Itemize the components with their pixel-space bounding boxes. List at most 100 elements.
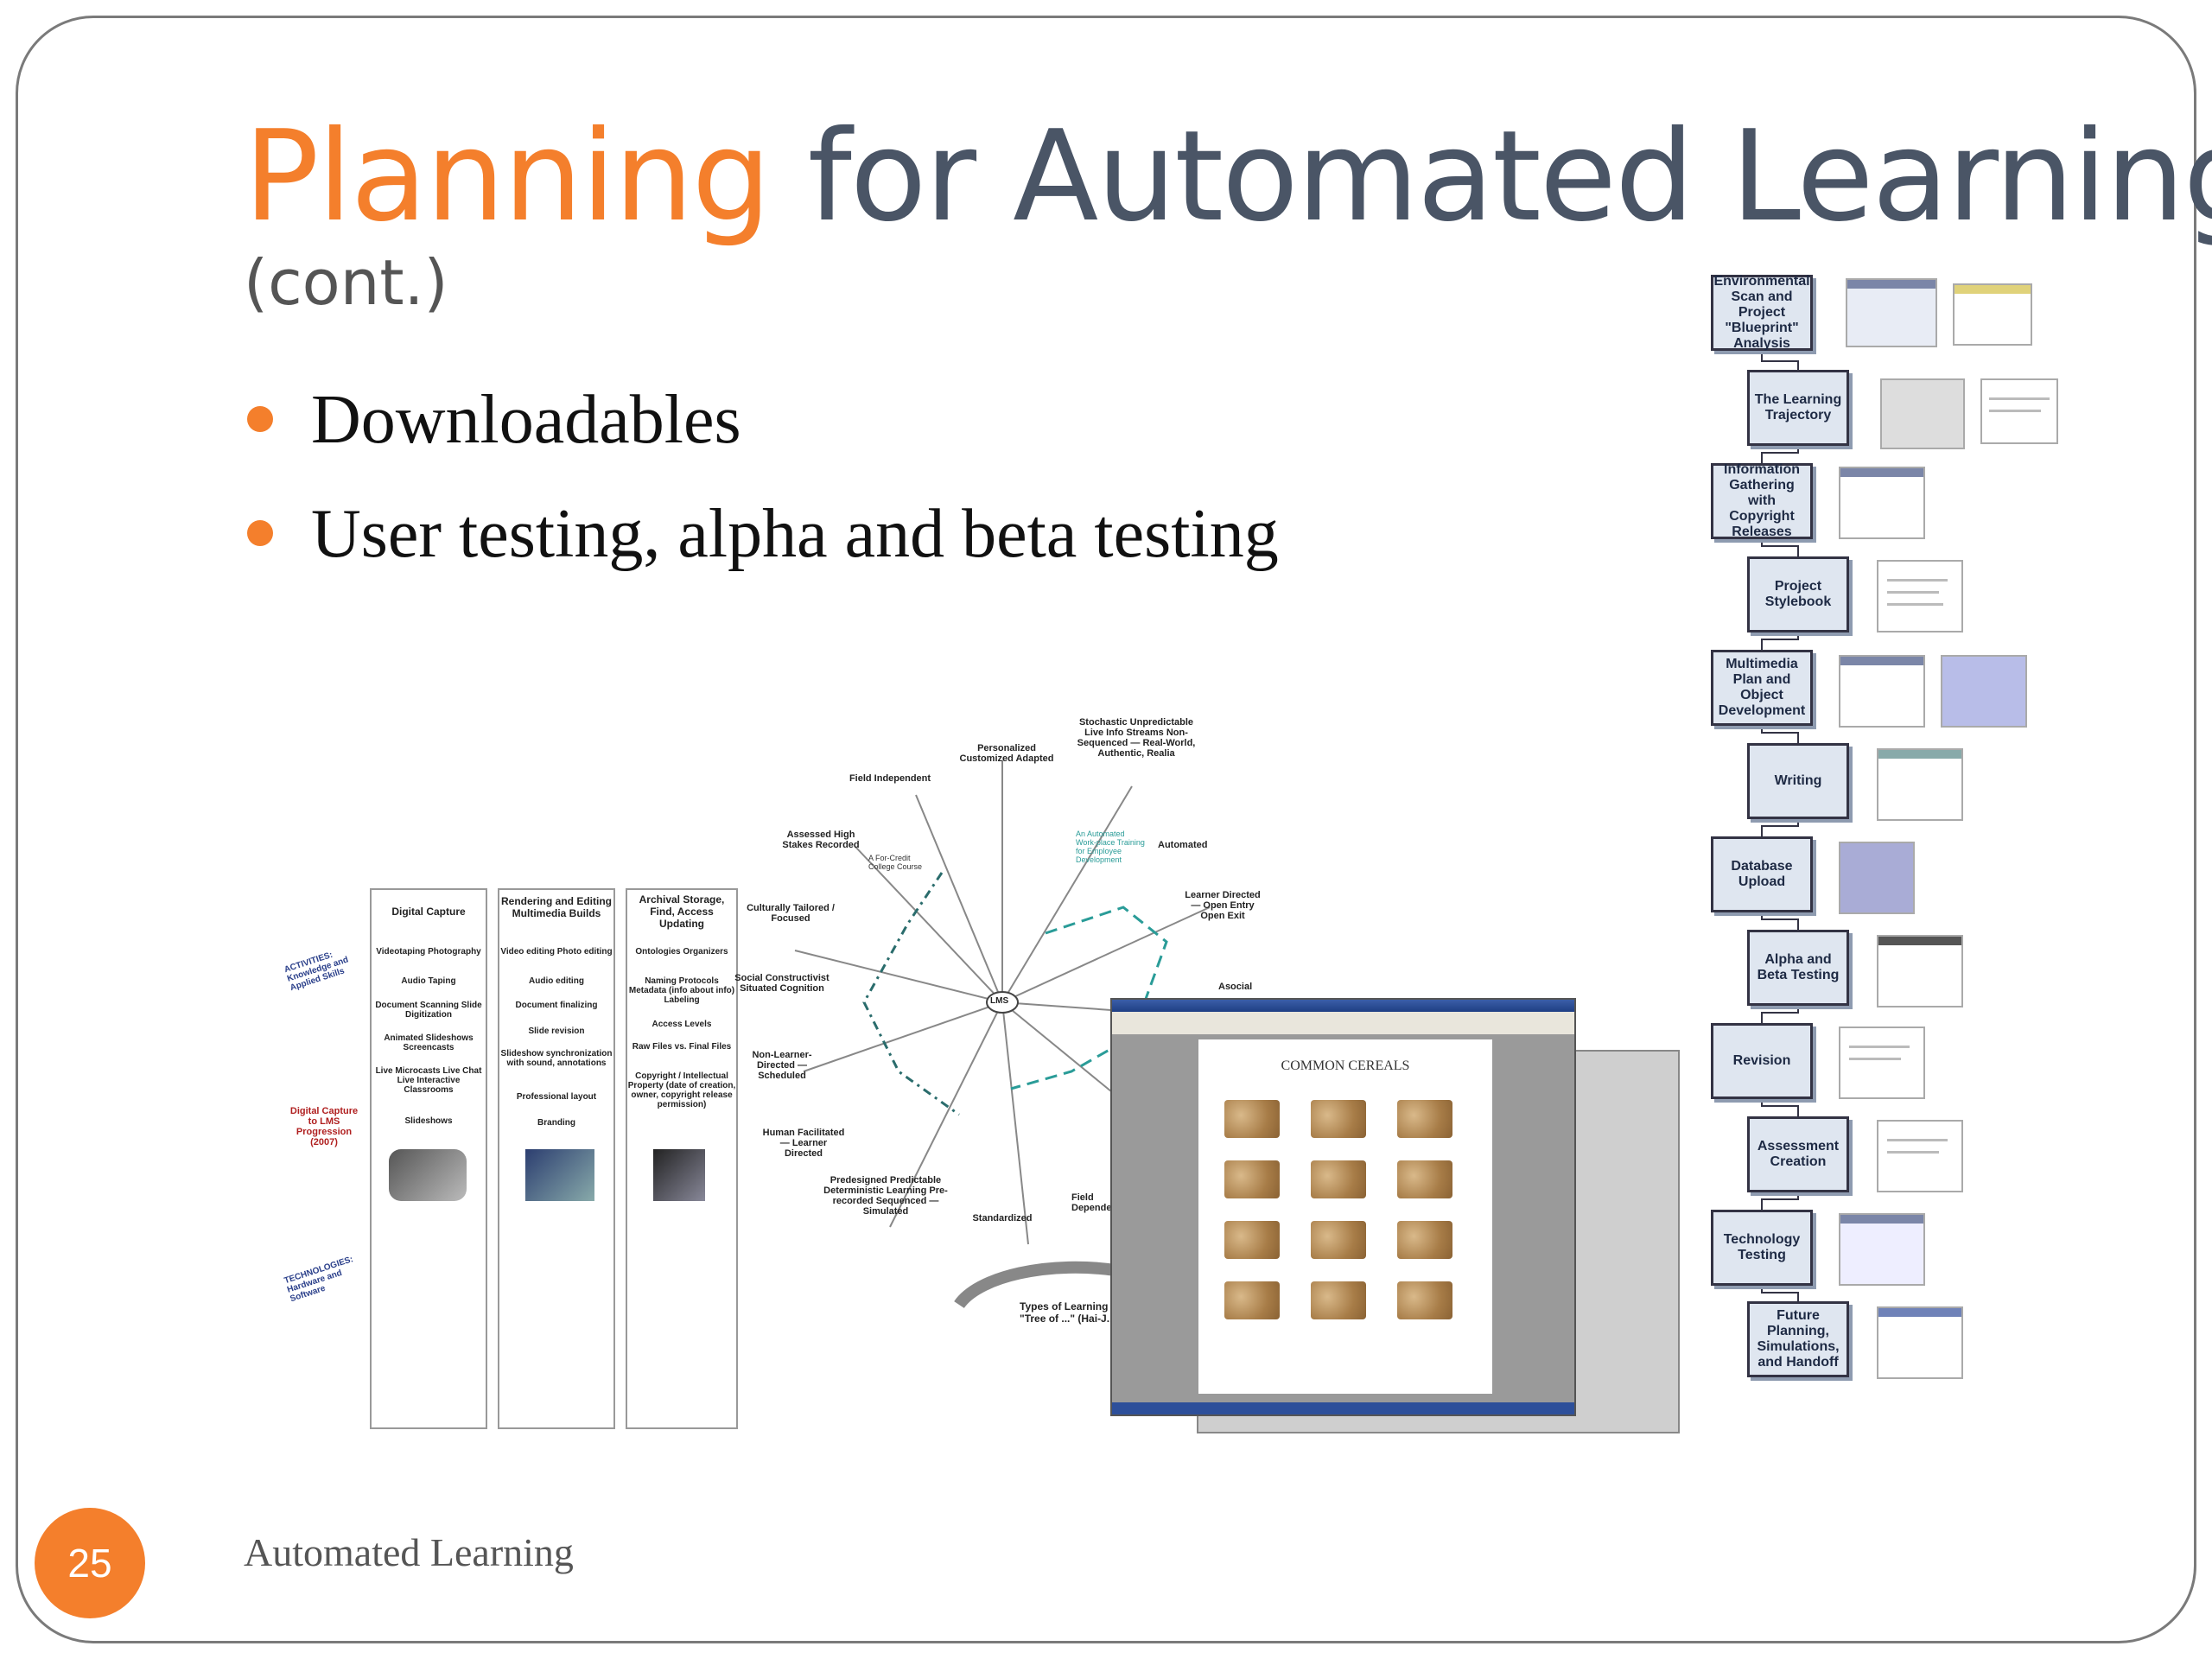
cereal-image: [1311, 1221, 1366, 1259]
screenshot-thumbnail: [1941, 655, 2027, 728]
column-item: Videotaping Photography: [376, 947, 481, 957]
screenshot-thumbnail: [1877, 560, 1963, 632]
screenshot-thumbnail: [1839, 1213, 1925, 1286]
slide-subtitle: (cont.): [244, 246, 448, 319]
screenshot-thumbnail: [1877, 935, 1963, 1007]
radial-footer-label: Types of Learning (A "Tree of ..." (Hai-…: [1020, 1300, 1122, 1325]
bullet-dot-icon: [247, 406, 273, 432]
slide-title: Planning for Automated Learning: [244, 104, 2212, 251]
screenshot-thumbnail: [1839, 1027, 1925, 1099]
radial-diagram: LMS Stochastic Unpredictable Live Info S…: [726, 709, 1279, 1417]
flow-step-tech-testing: Technology Testing: [1711, 1210, 1813, 1286]
page-number-badge: 25: [35, 1508, 145, 1618]
radial-lines: [794, 760, 1245, 1309]
screenshot-thumbnail: [1846, 278, 1937, 347]
screenshot-thumbnail: [1839, 842, 1915, 914]
cereal-image: [1397, 1281, 1452, 1319]
activities-label: ACTIVITIES: Knowledge and Applied Skills: [283, 950, 350, 994]
column-item: Raw Files vs. Final Files: [632, 1042, 732, 1052]
column-header: Rendering and Editing Multimedia Builds: [501, 895, 612, 919]
flow-step-trajectory: The Learning Trajectory: [1747, 370, 1849, 446]
screenshot-thumbnail: [1953, 283, 2032, 346]
radial-label: Predesigned Predictable Deterministic Le…: [823, 1175, 948, 1217]
radial-annotation: An Automated Work-place Training for Emp…: [1076, 830, 1145, 864]
screenshot-thumbnail: [1877, 748, 1963, 821]
column-item: Live Microcasts Live Chat Live Interacti…: [375, 1066, 482, 1095]
column-item: Access Levels: [652, 1020, 712, 1029]
column-item: Document Scanning Slide Digitization: [375, 1001, 482, 1020]
screenshot-thumbnail: [1980, 378, 2058, 444]
column-archival: Archival Storage, Find, Access Updating …: [626, 888, 738, 1429]
flow-step-information: Information Gathering with Copyright Rel…: [1711, 462, 1813, 539]
flow-step-blueprint: Environmental Scan and Project "Blueprin…: [1711, 274, 1813, 351]
radial-label: Field Independent: [849, 773, 931, 784]
cereal-image: [1397, 1160, 1452, 1198]
flow-step-handoff: Future Planning, Simulations, and Handof…: [1747, 1301, 1849, 1377]
column-item: Slide revision: [528, 1027, 585, 1036]
flow-step-database: Database Upload: [1711, 836, 1813, 912]
column-item: Naming Protocols Metadata (info about in…: [628, 976, 735, 1005]
cereal-image: [1224, 1221, 1280, 1259]
column-item: Slideshows: [404, 1116, 453, 1126]
radial-center-label: LMS: [990, 996, 1009, 1006]
radial-label: Learner Directed — Open Entry Open Exit: [1185, 890, 1261, 921]
document-heading: COMMON CEREALS: [1281, 1058, 1410, 1073]
screenshot-thumbnail: [1839, 655, 1925, 728]
column-header: Archival Storage, Find, Access Updating: [639, 893, 725, 930]
cereal-image: [1224, 1281, 1280, 1319]
column-item: Professional layout: [516, 1092, 597, 1102]
column-rendering: Rendering and Editing Multimedia Builds …: [498, 888, 615, 1429]
bullet-text: Downloadables: [311, 382, 741, 458]
cereal-image: [1311, 1160, 1366, 1198]
cereal-image: [1397, 1221, 1452, 1259]
column-header: Digital Capture: [391, 906, 466, 918]
cereal-image: [1311, 1100, 1366, 1138]
cereal-image: [1397, 1100, 1452, 1138]
window-taskbar: [1112, 1402, 1574, 1414]
column-item: Video editing Photo editing: [500, 947, 613, 957]
document-page: COMMON CEREALS: [1198, 1039, 1492, 1394]
document-window: COMMON CEREALS: [1110, 998, 1576, 1416]
radial-label: Non-Learner-Directed — Scheduled: [752, 1050, 812, 1081]
radial-label: Culturally Tailored / Focused: [747, 903, 835, 924]
server-icon: [653, 1149, 705, 1201]
radial-label: Stochastic Unpredictable Live Info Strea…: [1077, 717, 1196, 759]
radial-label: Field Dependent: [1071, 1192, 1121, 1213]
camera-icon: [389, 1149, 467, 1201]
column-digital-capture: Digital Capture Videotaping Photography …: [370, 888, 487, 1429]
flow-step-assessment: Assessment Creation: [1747, 1116, 1849, 1192]
title-rest: for Automated Learning: [769, 104, 2212, 250]
cereal-image: [1311, 1281, 1366, 1319]
radial-label: Automated: [1158, 840, 1208, 850]
column-item: Branding: [537, 1118, 575, 1128]
screenshot-thumbnail: [1877, 1306, 1963, 1379]
column-item: Copyright / Intellectual Property (date …: [627, 1071, 736, 1109]
radial-label: Human Facilitated — Learner Directed: [762, 1128, 845, 1159]
progression-label: Digital Capture to LMS Progression (2007…: [289, 1106, 359, 1147]
screenshot-thumbnail: [1839, 467, 1925, 539]
cereal-image: [1224, 1160, 1280, 1198]
title-accent: Planning: [244, 104, 772, 250]
bullet-item: Downloadables: [244, 363, 1279, 477]
window-toolbar: [1112, 1012, 1574, 1034]
radial-label: Asocial: [1218, 982, 1253, 992]
radial-label: Standardized: [972, 1213, 1033, 1224]
progression-diagram: ACTIVITIES: Knowledge and Applied Skills…: [283, 881, 738, 1434]
screenshot-thumbnail: [1877, 1120, 1963, 1192]
flow-step-multimedia: Multimedia Plan and Object Development: [1711, 650, 1813, 726]
bullet-item: User testing, alpha and beta testing: [244, 477, 1279, 591]
column-item: Audio editing: [529, 976, 584, 986]
radial-annotation: A For-Credit College Course: [868, 854, 923, 871]
column-item: Slideshow synchronization with sound, an…: [500, 1049, 613, 1068]
cereal-image: [1224, 1100, 1280, 1138]
footer-text: Automated Learning: [244, 1530, 574, 1574]
column-item: Audio Taping: [401, 976, 456, 986]
column-item: Animated Slideshows Screencasts: [384, 1033, 474, 1052]
process-flowchart: Environmental Scan and Project "Blueprin…: [1711, 274, 2074, 1389]
technologies-label: TECHNOLOGIES: Hardware and Software: [283, 1255, 355, 1305]
flow-step-stylebook: Project Stylebook: [1747, 556, 1849, 632]
flow-step-revision: Revision: [1711, 1023, 1813, 1099]
laptop-icon: [525, 1149, 594, 1201]
bullet-list: Downloadables User testing, alpha and be…: [244, 363, 1279, 591]
column-item: Ontologies Organizers: [635, 947, 728, 957]
